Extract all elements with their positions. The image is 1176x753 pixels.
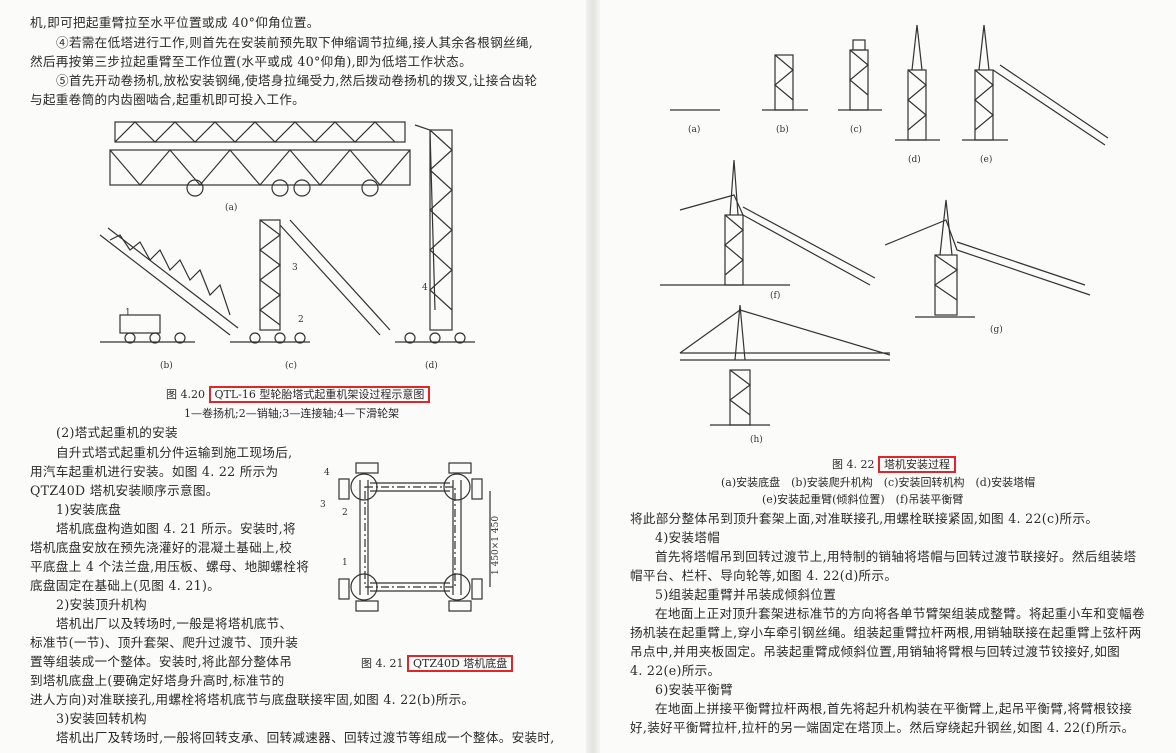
figure-4-20-caption: 图 4.20 QTL-16 型轮胎塔式起重机架设过程示意图: [166, 386, 431, 403]
figure-4-22-caption: 图 4. 22 塔机安装过程: [832, 456, 956, 473]
text-line: 平底盘上 4 个法兰盘,用压板、螺母、地脚螺栓将: [30, 559, 310, 574]
text-line: 用汽车起重机进行安装。如图 4. 22 所示为: [30, 464, 279, 479]
page-gutter: [586, 0, 600, 753]
stage-a: (a): [670, 109, 720, 135]
svg-text:(b): (b): [160, 360, 173, 371]
svg-text:2: 2: [298, 315, 304, 325]
text-line: 底盘固定在基础上(见图 4. 21)。: [30, 578, 221, 593]
text-line: 帽平台、栏杆、导向轮等,如图 4. 22(d)所示。: [630, 568, 898, 583]
crane-b: 1 (b): [99, 227, 239, 371]
text-line: 吊点中,并用夹板固定。吊装起重臂成倾斜位置,用销轴将臂根与回转过渡节铰接好,如图: [630, 644, 1120, 659]
figure-4-20-drawing: (a) 1 (b) 3 2 (c) 4 (d): [99, 121, 475, 371]
text-line: 扬机装在起重臂上,穿小车牵引钢丝绳。组装起重臂拉杆两根,用销轴联接在起重臂上弦杆…: [630, 625, 1142, 640]
text-line: QTZ40D 塔机安装顺序示意图。: [30, 483, 219, 498]
svg-text:(h): (h): [750, 434, 763, 445]
text-line: 塔机出厂以及转场时,一般是将塔机底节、: [56, 616, 293, 631]
text-line: 置等组装成一个整体。安装时,将此部分整体吊: [30, 654, 293, 669]
subheading: 1)安装底盘: [56, 502, 122, 517]
text-line: ④若需在低塔进行工作,则首先在安装前预先取下伸缩调节拉绳,接人其余各根钢丝绳,: [56, 35, 534, 50]
figure-4-21-drawing: 1 450×1 450 4 3 2 1: [320, 462, 501, 612]
figure-4-22-drawing: (a) (b) (c) (d) (e) (f) (g) (h): [660, 24, 1109, 445]
svg-text:(b): (b): [776, 124, 789, 135]
text-line: 自升式塔式起重机分件运输到施工现场后,: [56, 445, 293, 460]
figure-number: 图 4. 21: [361, 657, 404, 670]
svg-text:2: 2: [342, 508, 348, 518]
stage-c: (c): [838, 39, 882, 135]
figure-4-22-legend: (a)安装底盘 (b)安装爬升机构 (c)安装回转机构 (d)安装塔帽: [721, 476, 1036, 489]
svg-text:3: 3: [320, 500, 326, 510]
text-line: 首先将塔帽吊到回转过渡节上,用特制的销轴将塔帽与回转过渡节联接好。然后组装塔: [655, 549, 1137, 564]
subheading: 3)安装回转机构: [56, 711, 147, 726]
text-line: 标准节(一节)、顶升套架、爬升过渡节、顶升装: [30, 635, 299, 650]
figure-title-highlight: 塔机安装过程: [878, 456, 956, 473]
text-line: 在地面上拼接平衡臂拉杆两根,首先将起升机构装在平衡臂上,起吊平衡臂,将臂根铰接: [655, 701, 1133, 716]
svg-text:4: 4: [324, 468, 330, 478]
stage-f: (f): [660, 159, 876, 301]
svg-text:4: 4: [422, 283, 428, 293]
stage-b: (b): [762, 54, 808, 135]
svg-text:(d): (d): [425, 360, 438, 371]
figure-title-highlight: QTZ40D 塔机底盘: [407, 655, 514, 672]
figure-4-21-caption: 图 4. 21 QTZ40D 塔机底盘: [361, 655, 514, 672]
text-line: 与起重卷筒的内齿圈啮合,起重机即可投入工作。: [30, 92, 306, 107]
svg-text:(c): (c): [850, 124, 862, 135]
svg-text:(a): (a): [688, 124, 700, 135]
crane-c: 3 2 (c): [230, 219, 391, 371]
text-line: 到塔机底盘上(要确定好塔身升高时,标准节的: [30, 673, 285, 688]
figure-number: 图 4.20: [166, 388, 205, 401]
text-line: 塔机出厂及转场时,一般将回转支承、回转减速器、回转过渡节等组成一个整体。安装时,: [56, 730, 555, 745]
svg-text:3: 3: [292, 263, 298, 273]
text-line: 塔机底盘安放在预先浇灌好的混凝土基础上,校: [30, 540, 293, 555]
figure-title-highlight: QTL-16 型轮胎塔式起重机架设过程示意图: [208, 386, 431, 403]
svg-text:(c): (c): [285, 360, 297, 371]
svg-text:(e): (e): [980, 154, 992, 165]
stage-d: (d): [895, 24, 940, 165]
svg-text:1: 1: [342, 558, 348, 568]
text-line: 进人方向)对准联接孔,用螺栓将塔机底节与底盘联接牢固,如图 4. 22(b)所示…: [30, 692, 475, 707]
text-line: 好,装好平衡臂拉杆,拉杆的另一端固定在塔顶上。然后穿绕起升钢丝,如图 4. 22…: [630, 720, 1135, 735]
text-line: 在地面上正对顶升套架进标准节的方向将各单节臂架组装成整臂。将起重小车和变幅卷: [655, 606, 1145, 621]
figure-4-22-legend: (e)安装起重臂(倾斜位置) (f)吊装平衡臂: [762, 493, 964, 506]
text-line: ⑤首先开动卷扬机,放松安装钢绳,使塔身拉绳受力,然后拨动卷扬机的拨叉,让接合齿轮: [56, 73, 538, 88]
subheading: 5)组装起重臂并吊装成倾斜位置: [655, 587, 837, 602]
svg-text:(a): (a): [225, 202, 237, 213]
stage-h: (h): [679, 304, 891, 445]
svg-text:(f): (f): [770, 290, 780, 301]
flange-nodes: [338, 462, 483, 612]
svg-text:(g): (g): [990, 324, 1003, 335]
text-line: 机,即可把起重臂拉至水平位置或成 40°仰角位置。: [30, 15, 320, 30]
text-line: 4. 22(e)所示。: [630, 663, 721, 678]
stage-g: (g): [884, 199, 1091, 335]
subheading: 6)安装平衡臂: [655, 682, 733, 697]
svg-text:(d): (d): [908, 154, 921, 165]
subheading: 4)安装塔帽: [655, 530, 721, 545]
figure-number: 图 4. 22: [832, 458, 875, 471]
crane-truck-a: (a): [109, 121, 411, 213]
section-heading: (2)塔式起重机的安装: [56, 425, 178, 440]
text-line: 然后再按第三步拉起重臂至工作位置(水平或成 40°仰角),即为低塔工作状态。: [30, 54, 472, 69]
text-line: 将此部分整体吊到顶升套架上面,对准联接孔,用螺栓联接紧固,如图 4. 22(c)…: [630, 511, 1099, 526]
crane-d: 4 (d): [395, 124, 475, 371]
text-line: 塔机底盘构造如图 4. 21 所示。安装时,将: [56, 521, 296, 536]
subheading: 2)安装顶升机构: [56, 597, 147, 612]
stage-e: (e): [962, 24, 1109, 165]
figure-4-20-legend: 1—卷扬机;2—销轴;3—连接轴;4—下滑轮架: [184, 407, 400, 420]
svg-text:1 450×1 450: 1 450×1 450: [491, 516, 501, 575]
svg-text:1: 1: [125, 308, 131, 318]
